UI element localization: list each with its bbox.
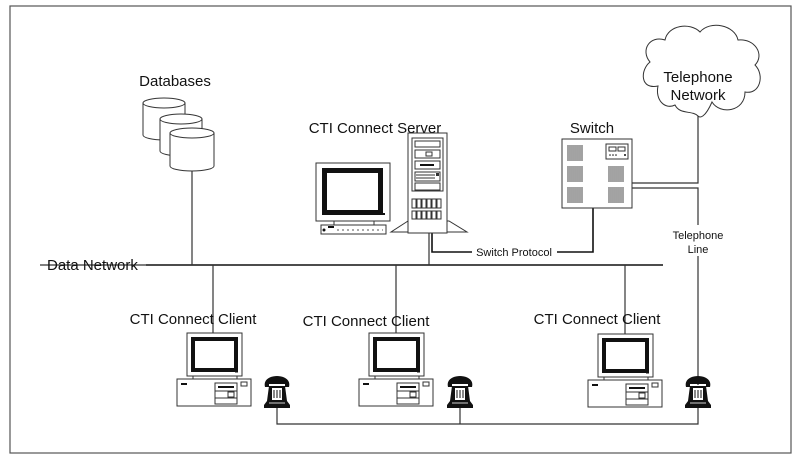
client1-workstation-icon (176, 332, 252, 407)
diagram-frame (9, 5, 792, 454)
telephone-line-label-line1: Telephone (673, 230, 724, 242)
databases-label: Databases (139, 73, 211, 90)
switch-to-telephone-network (632, 116, 699, 184)
databases-icon (142, 97, 215, 172)
switch-protocol-line-left (431, 232, 472, 253)
client1-label: CTI Connect Client (130, 311, 258, 328)
switch-protocol-line-right (557, 208, 594, 253)
client2-workstation-icon (358, 332, 434, 407)
switch-icon (561, 138, 633, 209)
telephone-network-cloud-icon (642, 24, 761, 118)
connection-lines (40, 116, 699, 425)
client3-label: CTI Connect Client (534, 311, 662, 328)
switch-protocol-label: Switch Protocol (476, 247, 552, 259)
client2-label: CTI Connect Client (303, 313, 431, 330)
telephone-network-label-line2: Network (670, 87, 726, 104)
telephone-line-upper (632, 187, 699, 225)
server-monitor-icon (315, 162, 391, 235)
switch-label: Switch (570, 120, 614, 137)
client1-telephone-icon (263, 375, 291, 409)
client3-workstation-icon (587, 333, 663, 408)
telephone-network-label-line1: Telephone (663, 69, 732, 86)
phone-bus-line (276, 400, 699, 425)
server-tower-icon (389, 132, 469, 234)
telephone-line-label-line2: Line (688, 244, 709, 256)
data-network-label: Data Network (47, 257, 138, 274)
client2-telephone-icon (446, 375, 474, 409)
client3-telephone-icon (684, 375, 712, 409)
